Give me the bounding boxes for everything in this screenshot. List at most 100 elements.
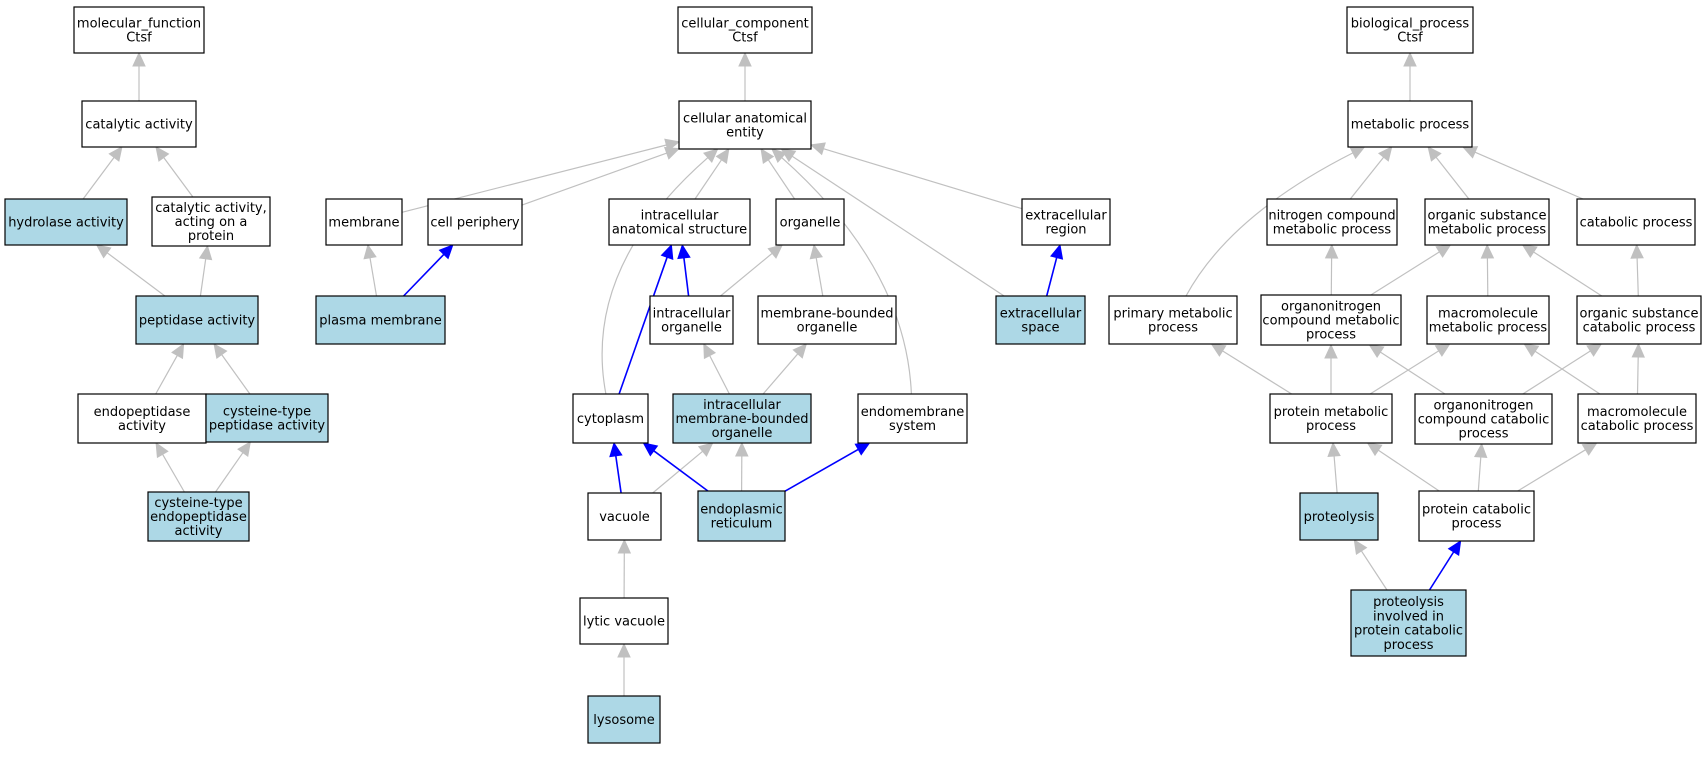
term-box[interactable] <box>151 196 271 247</box>
term-box[interactable] <box>73 6 205 54</box>
term-box[interactable] <box>1426 295 1550 345</box>
term-label-line: compound metabolic <box>1262 314 1399 329</box>
term-box[interactable] <box>1266 198 1398 246</box>
edge-arrowhead <box>738 51 752 67</box>
term-box[interactable] <box>147 491 250 542</box>
term-box[interactable] <box>77 393 207 444</box>
term-box[interactable] <box>1260 294 1402 346</box>
edge-line <box>1045 257 1058 297</box>
term-node-pep[interactable]: peptidase activity <box>135 295 259 345</box>
term-node-mp[interactable]: metabolic process <box>1347 100 1473 148</box>
term-label-line: Ctsf <box>732 31 758 46</box>
term-label-line: protein catabolic <box>1354 624 1463 639</box>
term-box[interactable] <box>697 490 786 542</box>
term-node-pm[interactable]: plasma membrane <box>315 295 446 345</box>
term-node-prot[interactable]: proteolysis <box>1299 492 1379 541</box>
term-box[interactable] <box>608 198 751 246</box>
term-box[interactable] <box>1414 393 1553 445</box>
term-box[interactable] <box>757 295 897 345</box>
term-box[interactable] <box>427 198 523 246</box>
term-box[interactable] <box>1269 393 1393 444</box>
term-box[interactable] <box>579 597 669 645</box>
term-box[interactable] <box>677 6 813 54</box>
term-box[interactable] <box>1577 393 1697 444</box>
term-node-hyd[interactable]: hydrolase activity <box>4 198 128 246</box>
term-box[interactable] <box>587 492 662 541</box>
edge-line <box>521 152 668 206</box>
term-node-org[interactable]: organelle <box>775 198 845 246</box>
term-box[interactable] <box>1350 589 1467 657</box>
term-box[interactable] <box>1576 198 1696 246</box>
edge-line <box>683 257 690 297</box>
term-box[interactable] <box>205 393 329 443</box>
term-box[interactable] <box>1108 295 1238 345</box>
term-box[interactable] <box>325 198 403 246</box>
term-box[interactable] <box>857 393 968 444</box>
term-box[interactable] <box>678 100 812 150</box>
term-box[interactable] <box>1424 198 1550 246</box>
edge-line <box>720 252 773 297</box>
term-box[interactable] <box>135 295 259 345</box>
term-box[interactable] <box>1021 198 1111 246</box>
edge-prmp-to-mmp <box>1369 343 1451 395</box>
term-box[interactable] <box>81 100 197 148</box>
term-label-line: proteolysis <box>1373 595 1444 610</box>
edge-line <box>767 159 796 200</box>
term-box[interactable] <box>1299 492 1379 541</box>
term-box[interactable] <box>1347 100 1473 148</box>
term-box[interactable] <box>1346 6 1474 54</box>
term-node-lys[interactable]: lysosome <box>587 695 661 744</box>
term-box[interactable] <box>649 295 734 345</box>
term-label-line: endopeptidase <box>150 510 247 525</box>
edge-arrowhead <box>1473 442 1488 458</box>
term-box[interactable] <box>315 295 446 345</box>
term-box[interactable] <box>572 393 649 444</box>
edge-cper-to-cae <box>521 146 681 206</box>
edge-line <box>815 257 824 297</box>
term-node-cyto[interactable]: cytoplasm <box>572 393 649 444</box>
term-box[interactable] <box>775 198 845 246</box>
term-node-vac[interactable]: vacuole <box>587 492 662 541</box>
term-node-mem[interactable]: membrane <box>325 198 403 246</box>
term-node-lv[interactable]: lytic vacuole <box>579 597 669 645</box>
term-node-cper[interactable]: cell periphery <box>427 198 523 246</box>
term-label-line: organonitrogen <box>1434 398 1534 413</box>
term-label-line: activity <box>118 419 166 434</box>
term-box[interactable] <box>672 393 812 444</box>
term-box[interactable] <box>995 295 1086 345</box>
term-box[interactable] <box>587 695 661 744</box>
term-box[interactable] <box>1418 490 1535 542</box>
term-label-line: cell periphery <box>430 216 520 231</box>
term-node-cat[interactable]: catalytic activity <box>81 100 197 148</box>
term-node-catproc[interactable]: catabolic process <box>1576 198 1696 246</box>
term-box[interactable] <box>1576 295 1702 345</box>
term-box[interactable] <box>4 198 128 246</box>
